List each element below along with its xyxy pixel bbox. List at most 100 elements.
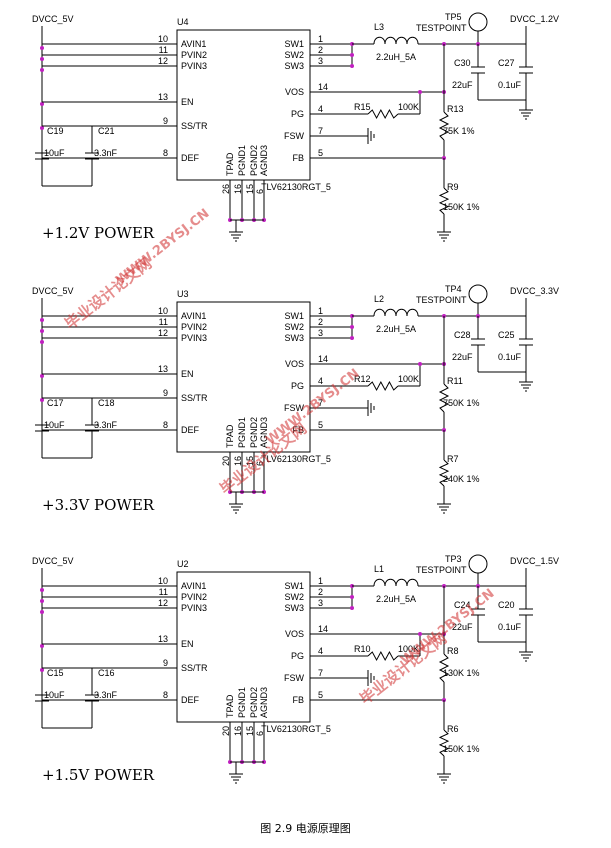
ss-cap-value: 3.3nF: [94, 148, 118, 158]
resistor-zigzag: [438, 187, 450, 215]
right-pin-name: VOS: [285, 87, 304, 97]
inductor-coil: [373, 308, 419, 317]
output-capacitor-1: [471, 586, 485, 638]
rbot-value: 150K 1%: [443, 744, 480, 754]
rtop-designator: R13: [447, 104, 464, 114]
pg-resistor-designator: R12: [354, 374, 371, 384]
rbot-designator: R6: [447, 724, 459, 734]
left-pin-number: 11: [159, 587, 168, 597]
pg-resistor-value: 100K: [398, 644, 419, 654]
ground-symbol: [519, 381, 533, 392]
pg-resistor-value: 100K: [398, 374, 419, 384]
out-cap1-designator: C30: [454, 58, 471, 68]
out-cap2-value: 0.1uF: [498, 622, 522, 632]
junction-dot: [350, 336, 354, 340]
output-capacitor-1: [471, 316, 485, 368]
out-cap2-value: 0.1uF: [498, 352, 522, 362]
right-pin-name: VOS: [285, 629, 304, 639]
bottom-pin-name: AGND3: [259, 145, 269, 176]
out-cap2-designator: C20: [498, 600, 515, 610]
input-rail-label: DVCC_5V: [32, 556, 74, 566]
right-pin-number: 5: [318, 420, 323, 430]
feedback-top-resistor: [438, 653, 450, 683]
right-pin-name: SW2: [284, 50, 304, 60]
inductor-designator: L2: [374, 294, 384, 304]
left-pin-name: EN: [181, 369, 194, 379]
right-pin-name: SW3: [284, 61, 304, 71]
resistor-zigzag: [438, 459, 450, 487]
right-pin-name: FB: [292, 425, 304, 435]
feedback-bottom-resistor: [438, 729, 450, 757]
left-pin-number: 9: [163, 388, 168, 398]
left-pin-name: AVIN1: [181, 39, 206, 49]
bottom-pin-name: TPAD: [225, 694, 235, 718]
out-cap2-designator: C27: [498, 58, 515, 68]
right-pin-name: FSW: [284, 673, 305, 683]
junction-dot: [40, 329, 44, 333]
right-pin-number: 7: [318, 668, 323, 678]
pg-pullup-resistor: [367, 650, 399, 662]
rtop-value: 130K 1%: [443, 668, 480, 678]
bottom-pin-number: 16: [233, 184, 243, 194]
left-pin-number: 11: [159, 317, 168, 327]
left-pin-number: 9: [163, 116, 168, 126]
left-pin-number: 10: [158, 306, 168, 316]
testpoint-designator: TP5: [445, 12, 462, 22]
ground-symbol: [437, 503, 451, 514]
testpoint-symbol: [468, 12, 488, 32]
right-pin-name: PG: [291, 651, 304, 661]
ss-cap-designator: C18: [98, 398, 115, 408]
left-pin-name: DEF: [181, 153, 200, 163]
left-pin-number: 10: [158, 576, 168, 586]
left-pin-name: AVIN1: [181, 311, 206, 321]
pg-resistor-designator: R10: [354, 644, 371, 654]
bottom-pin-number: 20: [221, 726, 231, 736]
inductor-value: 2.2uH_5A: [376, 52, 416, 62]
junction-dot: [40, 57, 44, 61]
ground-symbol: [437, 773, 451, 784]
left-pin-number: 12: [158, 56, 168, 66]
output-inductor: [373, 308, 419, 317]
junction-dot: [350, 64, 354, 68]
feedback-top-resistor: [438, 111, 450, 141]
output-capacitor-2: [519, 586, 533, 638]
bottom-pin-name: PGND2: [249, 687, 259, 718]
output-inductor: [373, 578, 419, 587]
left-pin-number: 10: [158, 34, 168, 44]
testpoint-designator: TP4: [445, 284, 462, 294]
testpoint-designator: TP3: [445, 554, 462, 564]
right-pin-number: 1: [318, 306, 323, 316]
ss-cap-designator: C16: [98, 668, 115, 678]
rbot-designator: R9: [447, 182, 459, 192]
input-cap-designator: C15: [47, 668, 64, 678]
right-pin-number: 5: [318, 148, 323, 158]
bottom-pin-number: 15: [245, 456, 255, 466]
junction-dot: [40, 588, 44, 592]
out-cap1-value: 22uF: [452, 80, 473, 90]
junction-dot: [350, 595, 354, 599]
section-title: +1.5V POWER: [42, 766, 155, 784]
junction-dot: [40, 318, 44, 322]
ic-body: [176, 29, 311, 181]
junction-dot: [40, 102, 44, 106]
left-pin-name: EN: [181, 639, 194, 649]
ground-symbol: [519, 109, 533, 120]
inductor-value: 2.2uH_5A: [376, 594, 416, 604]
resistor-zigzag: [367, 650, 399, 662]
left-pin-name: PVIN2: [181, 322, 207, 332]
right-pin-name: SW2: [284, 592, 304, 602]
out-cap1-designator: C28: [454, 330, 471, 340]
testpoint-label: TESTPOINT: [416, 295, 467, 305]
output-rail-label: DVCC_3.3V: [510, 286, 559, 296]
input-cap-value: 10uF: [44, 148, 65, 158]
input-rail-label: DVCC_5V: [32, 14, 74, 24]
rtop-value: 750K 1%: [443, 398, 480, 408]
right-pin-number: 14: [318, 624, 328, 634]
figure-caption: 图 2.9 电源原理图: [260, 822, 351, 835]
junction-dot: [350, 606, 354, 610]
right-pin-name: FSW: [284, 131, 305, 141]
inductor-coil: [373, 36, 419, 45]
junction-dot: [418, 90, 422, 94]
left-pin-name: SS/TR: [181, 663, 208, 673]
